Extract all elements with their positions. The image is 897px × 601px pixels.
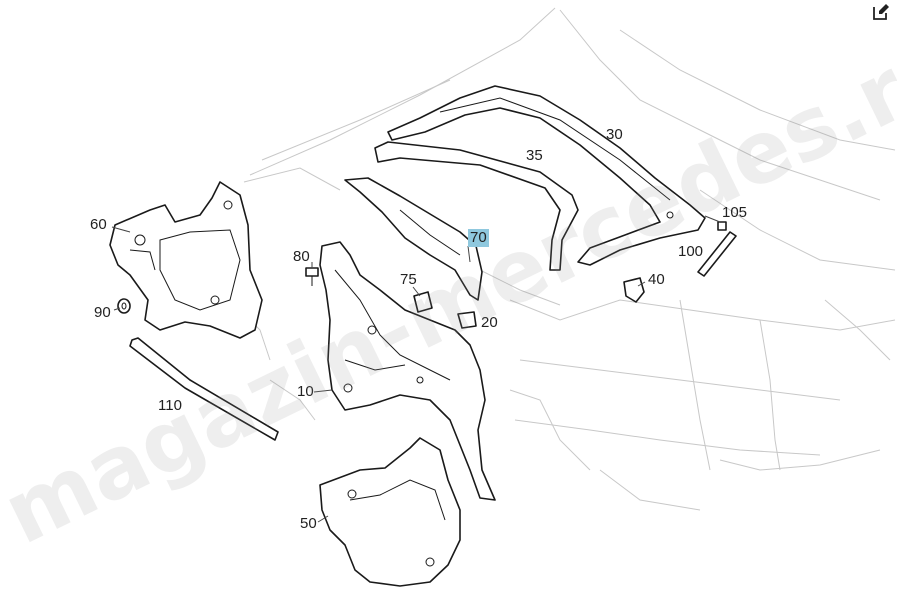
part-60-bracket[interactable] — [109, 181, 263, 339]
leader-lines — [111, 215, 721, 523]
callout-90[interactable]: 90 — [94, 304, 111, 321]
callout-20[interactable]: 20 — [481, 314, 498, 331]
callout-60[interactable]: 60 — [90, 216, 107, 233]
callout-35[interactable]: 35 — [526, 147, 543, 164]
callout-80[interactable]: 80 — [293, 248, 310, 265]
part-105-bolt[interactable] — [717, 221, 727, 231]
edit-icon — [873, 4, 889, 20]
callout-30[interactable]: 30 — [606, 126, 623, 143]
part-75-bracket[interactable] — [413, 291, 433, 313]
callout-110[interactable]: 110 — [158, 397, 182, 414]
part-10-wheelhouse-panel[interactable] — [319, 241, 496, 501]
part-50-liner[interactable] — [319, 437, 461, 587]
part-40-clip[interactable] — [623, 277, 645, 303]
part-35-seal[interactable] — [374, 141, 579, 271]
callout-10[interactable]: 10 — [297, 383, 314, 400]
part-30-upper-frame[interactable] — [387, 85, 706, 266]
background-body-outline — [229, 7, 896, 511]
callout-50[interactable]: 50 — [300, 515, 317, 532]
part-20-clip[interactable] — [457, 311, 477, 329]
callout-70[interactable]: 70 — [468, 229, 489, 247]
callout-105[interactable]: 105 — [722, 204, 748, 221]
part-70-cowl-panel[interactable] — [344, 177, 483, 301]
part-100-rod[interactable] — [697, 231, 737, 277]
edit-button[interactable] — [871, 2, 891, 22]
callout-40[interactable]: 40 — [648, 271, 665, 288]
part-80-bolt[interactable] — [305, 267, 319, 286]
callout-100[interactable]: 100 — [678, 243, 704, 260]
part-90-washer[interactable] — [117, 298, 131, 314]
part-110-seal-strip[interactable] — [129, 337, 279, 441]
callout-75[interactable]: 75 — [400, 271, 417, 288]
